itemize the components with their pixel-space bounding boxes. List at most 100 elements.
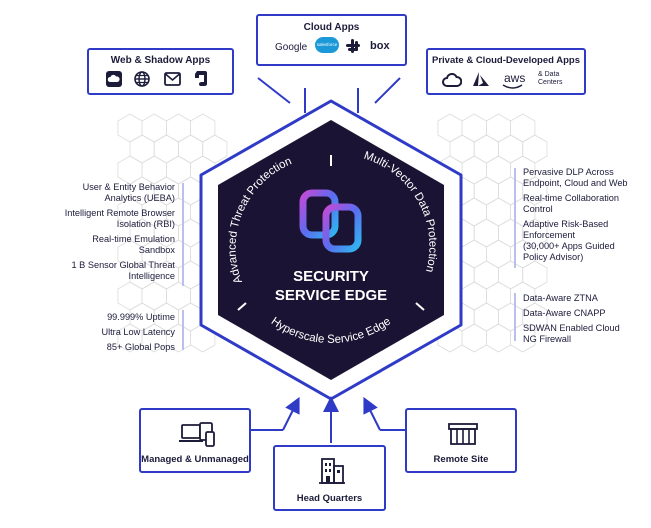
background-hex: [485, 323, 512, 353]
azure-icon: [473, 72, 489, 86]
feature-text: Adaptive Risk-Based: [523, 219, 609, 229]
managed-unmanaged-title: Managed & Unmanaged: [141, 454, 249, 465]
background-hex: [473, 134, 499, 164]
background-hex: [461, 155, 487, 185]
right-features-group-1: Pervasive DLP Across Endpoint, Cloud and…: [523, 167, 651, 263]
box-logo: box: [370, 40, 390, 52]
sse-logo-icon: [299, 189, 362, 253]
cloud-apps-box: Cloud Apps Google salesforce box: [256, 14, 407, 66]
feature-text: Policy Advisor): [523, 252, 584, 262]
background-hex: [461, 281, 487, 311]
cloud-app-icon: [106, 71, 122, 87]
background-hex: [449, 134, 475, 164]
background-hex: [165, 155, 192, 185]
background-hex: [510, 113, 536, 143]
background-hex: [202, 134, 228, 164]
building-icon: [319, 458, 345, 484]
background-hex: [485, 197, 512, 227]
globe-icon: [134, 71, 150, 87]
feature-text: Isolation (RBI): [116, 219, 175, 229]
background-hex: [461, 323, 487, 353]
background-hex: [141, 113, 167, 143]
background-hex: [473, 302, 499, 332]
head-quarters-box: Head Quarters: [273, 445, 386, 511]
background-hex: [498, 176, 524, 206]
background-hex: [141, 281, 167, 311]
left-features-group-2: 99.999% Uptime Ultra Low Latency 85+ Glo…: [0, 312, 175, 353]
aws-logo: aws: [504, 71, 526, 85]
connector-web: [257, 77, 291, 104]
background-hex: [485, 281, 512, 311]
background-hex: [522, 260, 548, 290]
background-hex: [473, 176, 499, 206]
left-bar-2: [182, 310, 184, 350]
evernote-icon: [195, 71, 207, 86]
managed-unmanaged-box: Managed & Unmanaged: [139, 408, 251, 473]
feature-text: Intelligent Remote Browser: [64, 208, 175, 218]
arrow-remote: [363, 396, 381, 431]
feature-text: Control: [523, 204, 553, 214]
remote-site-box: Remote Site: [405, 408, 517, 473]
head-quarters-title: Head Quarters: [296, 493, 363, 504]
ring-tick-right: [415, 302, 425, 311]
core-title-line1: SECURITY: [293, 268, 369, 285]
feature-text: Ultra Low Latency: [101, 327, 175, 337]
web-shadow-apps-title: Web & Shadow Apps: [110, 55, 211, 66]
feature-text: Data-Aware ZTNA: [523, 293, 598, 303]
background-hex: [473, 218, 499, 248]
background-hex: [461, 197, 487, 227]
background-hex: [117, 113, 143, 143]
background-hex: [498, 218, 524, 248]
feature-text: 85+ Global Pops: [106, 342, 175, 352]
background-hex: [190, 113, 216, 143]
feature-text: Real-time Emulation: [92, 234, 175, 244]
background-hex: [498, 302, 524, 332]
feature-text: Analytics (UEBA): [104, 193, 175, 203]
web-shadow-apps-box: Web & Shadow Apps: [87, 48, 234, 95]
feature-text: Sandbox: [138, 245, 175, 255]
salesforce-logo: salesforce: [315, 37, 339, 53]
feature-text: NG Firewall: [523, 334, 571, 344]
right-bar-2: [514, 293, 516, 341]
cloud-apps-title: Cloud Apps: [303, 22, 360, 33]
slack-icon: [346, 39, 360, 53]
feature-text: Real-time Collaboration: [523, 193, 620, 203]
feature-text: Endpoint, Cloud and Web: [523, 178, 628, 188]
background-hex: [485, 239, 512, 269]
private-apps-box: Private & Cloud-Developed Apps aws & Dat…: [426, 48, 586, 95]
background-hex: [117, 281, 143, 311]
gcp-cloud-icon: [442, 73, 462, 87]
background-hex: [117, 155, 143, 185]
feature-text: SDWAN Enabled Cloud: [523, 323, 620, 333]
feature-text: 1 B Sensor Global Threat: [71, 260, 175, 270]
background-hex: [461, 113, 487, 143]
aws-smile-icon: [502, 84, 523, 89]
ring-tick-left: [237, 302, 247, 311]
right-features-group-2: Data-Aware ZTNA Data-Aware CNAPP SDWAN E…: [523, 293, 651, 345]
background-hex: [498, 260, 524, 290]
feature-text: Pervasive DLP Across: [523, 167, 614, 177]
background-hex: [129, 134, 155, 164]
feature-text: (30,000+ Apps Guided: [523, 241, 615, 251]
mail-icon: [164, 72, 181, 86]
right-bar-1: [514, 168, 516, 268]
feature-text: User & Entity Behavior: [82, 182, 175, 192]
data-centers-label: & Data Centers: [538, 71, 563, 86]
google-logo: Google: [275, 42, 308, 53]
storefront-icon: [448, 423, 478, 445]
feature-text: Enforcement: [523, 230, 576, 240]
background-hex: [498, 134, 524, 164]
background-hex: [485, 155, 512, 185]
background-hex: [461, 239, 487, 269]
core-title-line2: SERVICE EDGE: [275, 287, 387, 304]
background-hex: [165, 281, 192, 311]
background-hex: [153, 134, 179, 164]
remote-site-title: Remote Site: [433, 454, 489, 465]
background-hex: [178, 134, 204, 164]
background-hex: [165, 113, 192, 143]
arrow-managed: [282, 396, 300, 431]
background-hex: [510, 323, 536, 353]
background-hex: [473, 260, 499, 290]
devices-icon: [179, 422, 215, 447]
